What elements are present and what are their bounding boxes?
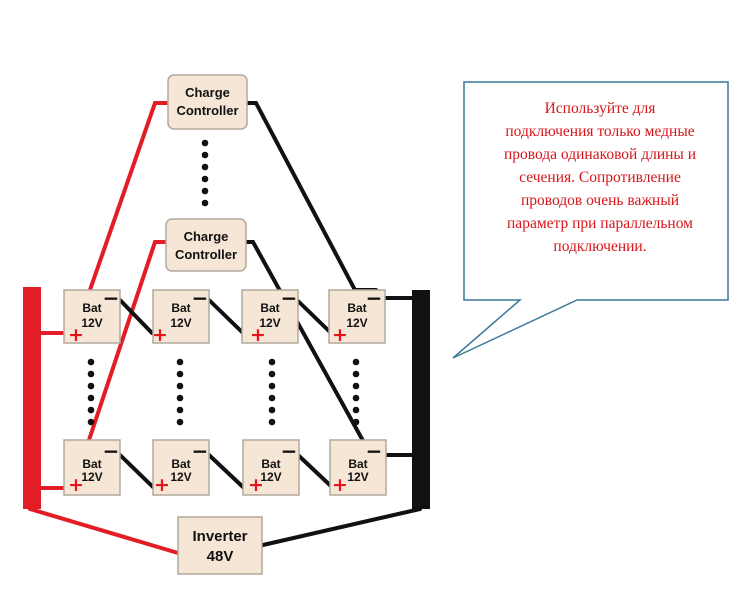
battery-top-4: Bat 12V + − [328,286,386,346]
battery-label-voltage: 12V [260,470,281,484]
negative-bus-bar [412,290,430,509]
battery-top-2: Bat 12V + − [152,286,210,346]
battery-label-voltage: 12V [347,470,368,484]
negative-terminal-icon: − [366,439,383,463]
charge-controller-top-line2: Controller [176,103,238,118]
wire-inverter-positive [28,507,180,555]
battery-top-1: Bat 12V + − [63,286,121,346]
battery-label-voltage: 12V [81,316,102,330]
positive-terminal-icon: + [248,474,264,496]
positive-terminal-icon: + [68,324,84,346]
battery-label-bat: Bat [82,301,101,315]
dots-column-3 [268,358,276,426]
callout-text-line-2: подключения только медные [505,123,694,140]
wire-cc1-positive [73,101,170,335]
battery-label-voltage: 12V [170,470,191,484]
battery-top-3: Bat 12V + − [241,286,299,346]
wire-bottom-series-2 [207,453,246,490]
dots-column-2 [176,358,184,426]
dots-controllers [201,139,209,207]
battery-bottom-1: Bat 12V + − [63,439,121,496]
wire-cc2-positive [73,240,168,484]
positive-terminal-icon: + [250,324,266,346]
battery-label-voltage: 12V [259,316,280,330]
battery-bottom-4: Bat 12V + − [329,439,387,496]
negative-terminal-icon: − [103,286,120,310]
battery-label-bat: Bat [260,301,279,315]
dots-column-4 [352,358,360,426]
battery-label-bat: Bat [347,301,366,315]
wire-cc1-negative [245,101,378,292]
battery-label-bat: Bat [171,301,190,315]
charge-controller-middle: Charge Controller [165,218,247,272]
wire-top-series-3 [295,298,333,335]
continuation-dots [87,139,360,426]
battery-label-bat: Bat [82,457,101,471]
positive-terminal-icon: + [68,474,84,496]
battery-grid: Bat 12V + − Bat 12V + − Bat 12V + − Bat … [63,286,387,496]
battery-label-voltage: 12V [170,316,191,330]
callout: Используйте для подключения только медны… [452,81,729,359]
wire-top-series-1 [118,298,154,335]
positive-bus-bar [23,287,41,509]
negative-terminal-icon: − [192,286,209,310]
positive-terminal-icon: + [154,474,170,496]
inverter-box [177,516,263,575]
battery-label-voltage: 12V [81,470,102,484]
callout-text-line-5: проводов очень важный [521,192,679,209]
wire-bottom-series-1 [118,453,156,490]
inverter-voltage: 48V [207,548,234,565]
battery-bottom-2: Bat 12V + − [152,439,210,496]
charge-controller-middle-box [165,218,247,272]
charge-controller-middle-line1: Charge [184,229,229,244]
callout-text-line-1: Используйте для [545,100,656,117]
battery-label-bat: Bat [261,457,280,471]
charge-controller-top-line1: Charge [185,85,230,100]
negative-terminal-icon: − [281,286,298,310]
battery-label-bat: Bat [171,457,190,471]
callout-text-line-3: провода одинаковой длины и [504,146,696,163]
wire-inverter-negative [261,507,422,547]
callout-bubble [452,81,729,359]
charge-controller-top-box [167,74,248,130]
callout-text-line-4: сечения. Сопротивление [519,169,681,186]
negative-terminal-icon: − [103,439,120,463]
wire-bottom-series-3 [296,453,335,490]
positive-terminal-icon: + [332,474,348,496]
negative-terminal-icon: − [192,439,209,463]
positive-terminal-icon: + [332,324,348,346]
battery-label-bat: Bat [348,457,367,471]
inverter-label: Inverter [192,528,247,545]
positive-terminal-icon: + [152,324,168,346]
battery-bottom-3: Bat 12V + − [242,439,300,496]
negative-terminal-icon: − [366,286,383,310]
wire-top-series-2 [207,298,245,335]
inverter: Inverter 48V [177,516,263,575]
negative-terminal-icon: − [281,439,298,463]
callout-text-line-7: подключении. [553,238,646,255]
dots-column-1 [87,358,95,426]
charge-controller-middle-line2: Controller [175,247,237,262]
battery-label-voltage: 12V [346,316,367,330]
callout-text-line-6: параметр при параллельном [507,215,693,232]
charge-controller-top: Charge Controller [167,74,248,130]
